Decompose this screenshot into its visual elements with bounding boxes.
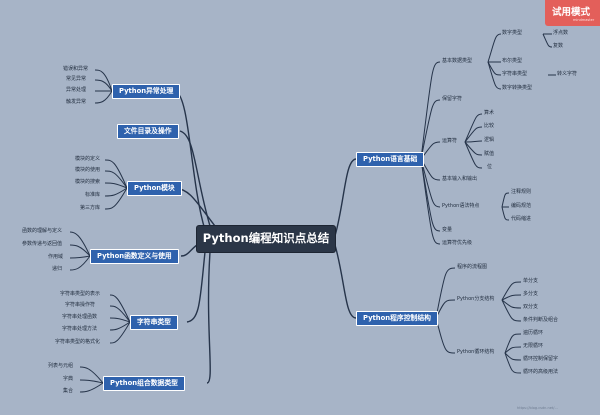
- item-function-definition[interactable]: 函数的理解与定义: [22, 228, 63, 234]
- topic-control-structures[interactable]: Python程序控制结构: [356, 311, 438, 326]
- item-basic-io[interactable]: 基本输入和输出: [442, 176, 478, 182]
- item-module-search[interactable]: 模块的搜索: [75, 179, 101, 185]
- trial-mode-badge[interactable]: 试用模式 mindmaster: [545, 0, 600, 26]
- item-module-definition[interactable]: 模块的定义: [75, 156, 101, 162]
- item-string-operators[interactable]: 字符串操作符: [65, 302, 96, 308]
- item-iteration-loop[interactable]: 遍历循环: [523, 330, 544, 336]
- item-branch-structure[interactable]: Python分支结构: [457, 296, 495, 302]
- item-loop-structure[interactable]: Python循环结构: [457, 349, 495, 355]
- item-dict[interactable]: 字典: [63, 376, 74, 382]
- item-errors-exceptions[interactable]: 错误和异常: [63, 66, 89, 72]
- item-comment-rules[interactable]: 注释规则: [511, 189, 532, 195]
- item-conditions[interactable]: 条件判断及组合: [523, 317, 559, 323]
- item-op-assignment[interactable]: 赋值: [484, 151, 495, 157]
- item-reserved-words[interactable]: 保留字符: [442, 96, 463, 102]
- item-loop-control-keywords[interactable]: 循环控制保留字: [523, 356, 559, 362]
- item-params-return[interactable]: 参数传递与返回值: [22, 241, 63, 247]
- item-variables[interactable]: 变量: [442, 227, 453, 233]
- item-raise-exception[interactable]: 触发异常: [66, 99, 87, 105]
- item-numeric-types[interactable]: 数字类型: [502, 30, 523, 36]
- item-exception-handling[interactable]: 异常处理: [66, 87, 87, 93]
- item-op-logical[interactable]: 逻辑: [484, 137, 495, 143]
- item-scope[interactable]: 作用域: [48, 254, 64, 260]
- item-coding-style[interactable]: 编码规范: [511, 203, 532, 209]
- item-indentation[interactable]: 代码缩进: [511, 216, 532, 222]
- item-list-tuple[interactable]: 列表与元组: [48, 363, 74, 369]
- item-set[interactable]: 集合: [63, 388, 74, 394]
- item-basic-data-types[interactable]: 基本数据类型: [442, 58, 473, 64]
- item-module-usage[interactable]: 模块的使用: [75, 167, 101, 173]
- item-recursion[interactable]: 递归: [52, 266, 63, 272]
- item-op-arithmetic[interactable]: 算术: [484, 110, 495, 116]
- central-topic[interactable]: Python编程知识点总结: [197, 226, 335, 252]
- trial-mode-label: 试用模式: [552, 7, 591, 18]
- item-double-branch[interactable]: 双分支: [523, 304, 539, 310]
- trial-mode-brand: mindmaster: [573, 18, 595, 22]
- item-third-party[interactable]: 第三方库: [80, 205, 101, 211]
- item-string-functions[interactable]: 字符串处理函数: [62, 314, 98, 320]
- item-op-bitwise[interactable]: 位: [487, 164, 493, 170]
- topic-collections[interactable]: Python组合数据类型: [103, 376, 185, 391]
- topic-strings[interactable]: 字符串类型: [130, 315, 178, 330]
- topic-functions[interactable]: Python函数定义与使用: [90, 249, 179, 264]
- item-numeric-conversion[interactable]: 数字转换类型: [502, 85, 533, 91]
- item-single-branch[interactable]: 单分支: [523, 278, 539, 284]
- item-float[interactable]: 浮点数: [553, 30, 569, 36]
- item-op-comparison[interactable]: 比较: [484, 123, 495, 129]
- item-bool-type[interactable]: 布尔类型: [502, 58, 523, 64]
- item-syntax-features[interactable]: Python语法特点: [442, 203, 480, 209]
- item-string-representation[interactable]: 字符串类型的表示: [60, 291, 101, 297]
- item-string-methods[interactable]: 字符串处理方法: [62, 326, 98, 332]
- item-operator-precedence[interactable]: 运算符优先级: [442, 240, 473, 246]
- item-string-type[interactable]: 字符串类型: [502, 71, 528, 77]
- topic-exceptions[interactable]: Python异常处理: [112, 84, 181, 99]
- item-infinite-loop[interactable]: 无限循环: [523, 343, 544, 349]
- item-advanced-loop[interactable]: 循环的高级用法: [523, 369, 559, 375]
- item-common-exceptions[interactable]: 常见异常: [66, 76, 87, 82]
- item-string-formatting[interactable]: 字符串类型的格式化: [55, 339, 101, 345]
- item-flowchart[interactable]: 程序的流程图: [457, 264, 488, 270]
- topic-files[interactable]: 文件目录及操作: [117, 124, 179, 139]
- topic-modules[interactable]: Python模块: [127, 181, 182, 196]
- item-stdlib[interactable]: 标准库: [85, 192, 101, 198]
- watermark: https://blog.csdn.net/...: [517, 406, 558, 410]
- item-operators[interactable]: 运算符: [442, 138, 458, 144]
- topic-language-basics[interactable]: Python语言基础: [356, 152, 425, 167]
- item-escape-chars[interactable]: 转义字符: [557, 71, 578, 77]
- item-complex[interactable]: 复数: [553, 43, 564, 49]
- item-multi-branch[interactable]: 多分支: [523, 291, 539, 297]
